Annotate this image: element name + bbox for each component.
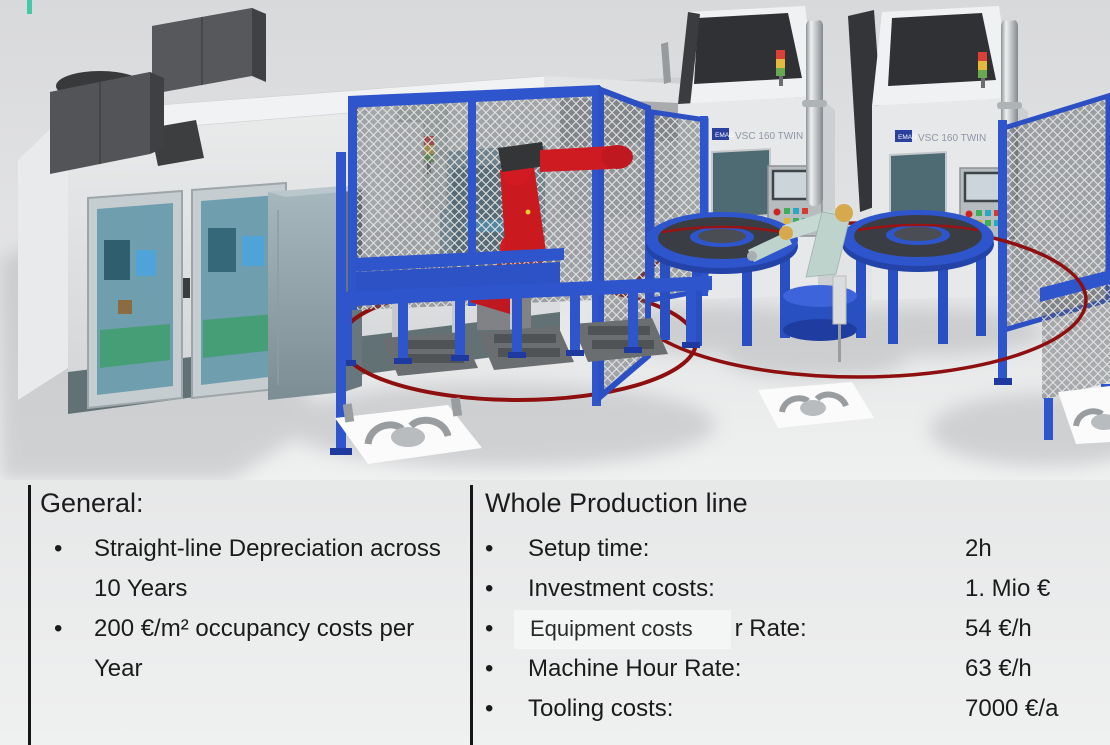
svg-text:VSC 160 TWIN: VSC 160 TWIN [735,131,803,142]
agv-floor-marker [335,397,482,464]
agv-floor-marker [1058,386,1110,444]
emag-logo [712,128,729,140]
spec-value: 54 €/h [965,615,1032,642]
left-machine-side [18,112,68,400]
chrome-pipe-1 [802,15,827,206]
spec-label: Investment costs: [528,575,715,602]
spec-row: • Tooling costs: 7000 €/a [485,689,1110,729]
bullet-icon: • [485,655,494,682]
general-panel: General: • Straight-line Depreciation ac… [28,485,472,745]
machine-label-1: EMAG VSC 160 TWIN [712,128,803,142]
robot-joint [779,226,793,240]
robot-wrist [498,142,546,172]
bullet-icon: • [485,575,494,602]
general-bullet-text: 200 €/m² occupancy costs per Year [94,615,415,682]
svg-text:VSC 160 TWIN: VSC 160 TWIN [918,133,986,144]
oval-conveyor-2 [842,210,994,344]
production-line-3d-scene: EMAG VSC 160 TWIN [0,0,1110,480]
fence-corner-post [336,152,346,452]
bullet-icon: • [485,695,494,722]
robot-cell-front-fence [330,152,712,455]
signal-tower-icon [978,52,987,88]
fence-legs [342,284,696,362]
list-item: • 200 €/m² occupancy costs per Year [54,609,472,689]
emag-logo [895,130,912,142]
spec-value: 7000 €/a [965,695,1059,722]
agv-floor-marker [758,382,874,428]
spec-rows: • Setup time: 2h • Investment costs: 1. … [485,529,1110,729]
spec-label: Setup time: [528,535,650,562]
left-machine-door-1 [87,189,183,410]
spec-row: • Machine Hour Rate: 63 €/h [485,649,1110,689]
spec-row: • Setup time: 2h [485,529,1110,569]
spec-value: 2h [965,535,992,562]
bullet-icon: • [485,535,494,562]
svg-text:EMAG: EMAG [898,134,917,141]
list-item: • Straight-line Depreciation across 10 Y… [54,529,472,609]
bullet-icon: • [54,535,63,562]
production-line-title: Whole Production line [485,488,748,518]
robot-joint [835,204,853,222]
signal-tower-icon [776,50,785,86]
bullet-icon: • [485,615,494,642]
spec-row: • Investment costs: 1. Mio € [485,569,1110,609]
machine-window-1 [711,147,771,221]
robot-arm [540,146,612,172]
bullet-icon: • [54,615,63,642]
slide-accent-tick [27,0,32,14]
equipment-costs-overlay: Equipment costs [514,610,731,649]
general-bullet-text: Straight-line Depreciation across 10 Yea… [94,535,441,602]
machine-label-2: EMAG VSC 160 TWIN [895,130,986,144]
rooftop-unit-a [152,8,266,94]
production-line-panel: Whole Production line • Setup time: 2h •… [470,485,1110,745]
fence-feet [338,342,700,366]
left-machine-door-2 [191,181,287,400]
far-right-fence [994,92,1110,440]
door-handle [183,278,190,298]
pale-handling-robot [747,204,857,362]
spec-label: Machine Hour Rate: [528,655,742,682]
rooftop-unit-b [50,71,164,174]
general-bullet-list: • Straight-line Depreciation across 10 Y… [54,529,472,689]
svg-text:EMAG: EMAG [715,132,734,139]
spec-value: 63 €/h [965,655,1032,682]
spec-value: 1. Mio € [965,575,1051,602]
spec-label: Tooling costs: [528,695,674,722]
general-title: General: [40,488,144,518]
patched-label-remnant: r Rate: [734,615,807,642]
